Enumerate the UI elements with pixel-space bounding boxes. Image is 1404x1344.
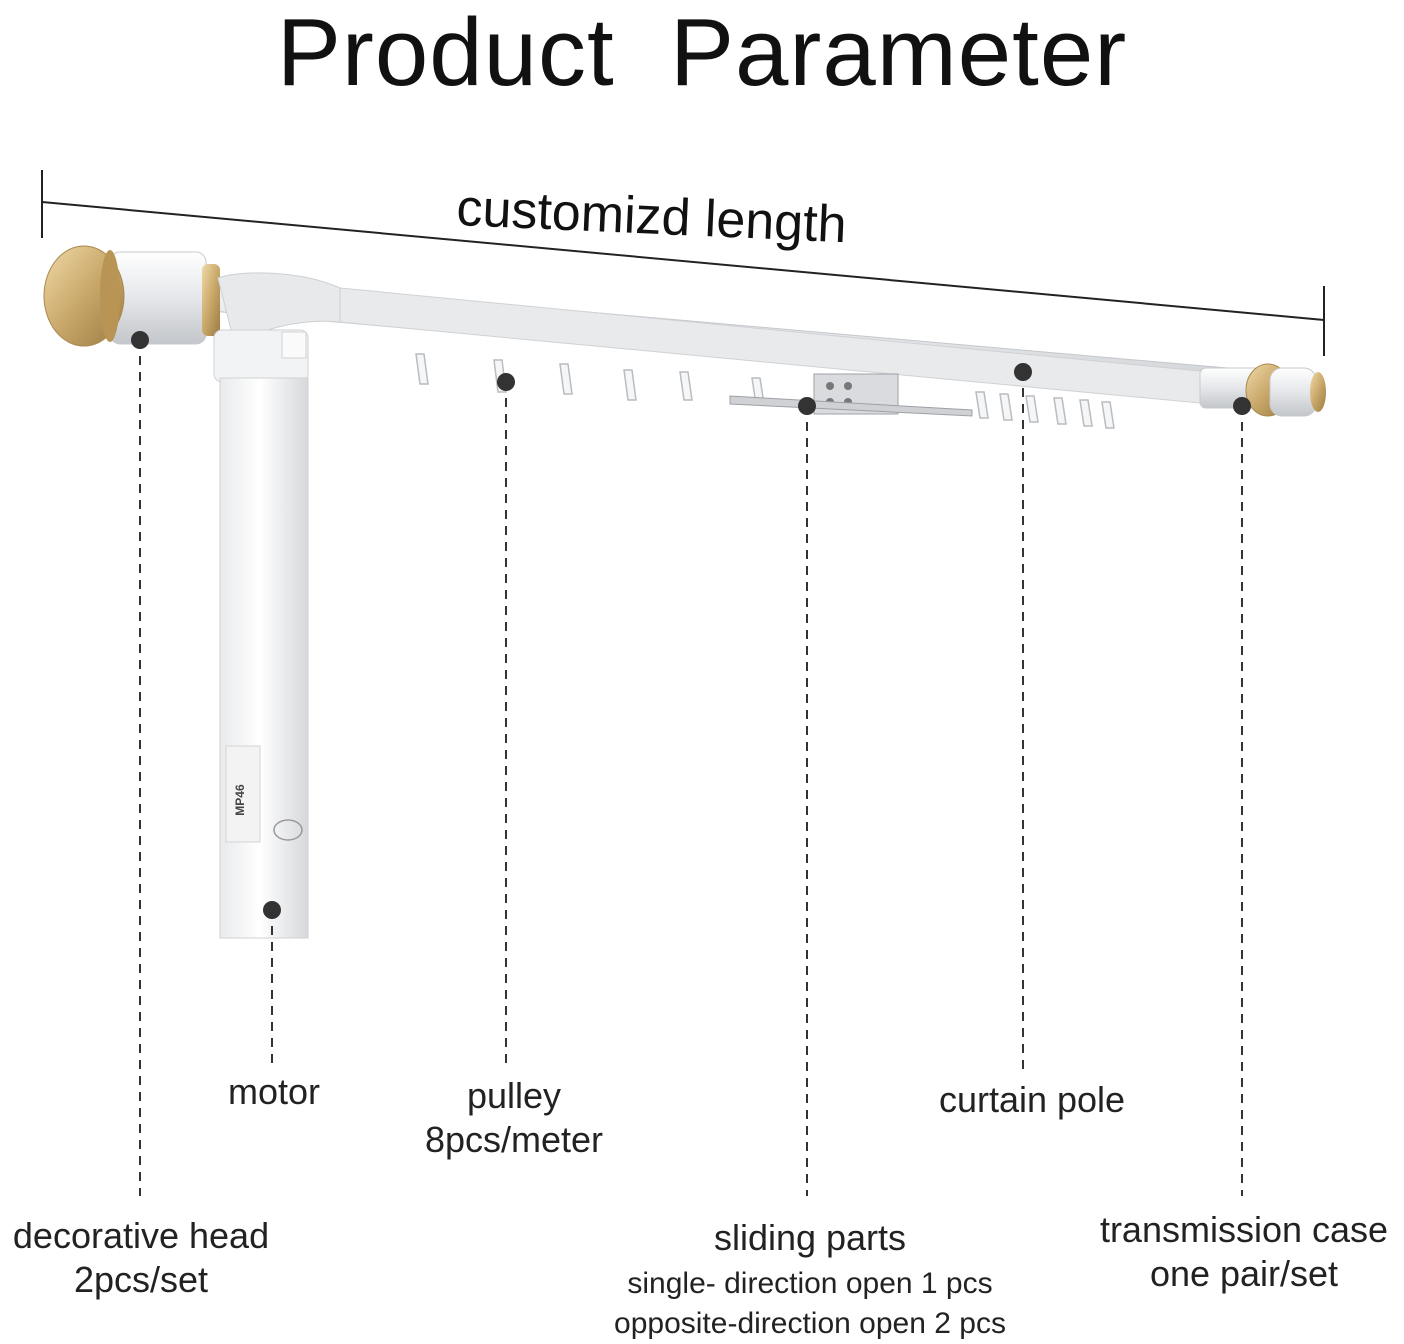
transmission-case-dot — [1233, 397, 1251, 415]
decorative-head-label: decorative head 2pcs/set — [0, 1214, 282, 1302]
left-decorative-head — [43, 245, 220, 347]
pulley-dot — [497, 373, 515, 391]
sliding-parts-dot — [798, 397, 816, 415]
sliding-parts-detail-2: opposite-direction open 2 pcs — [614, 1307, 1006, 1340]
curtain-rail — [199, 277, 1251, 405]
sliding-parts-name: sliding parts — [713, 1217, 907, 1258]
pulley-name: pulley — [466, 1075, 562, 1116]
pulley-detail: 8pcs/meter — [424, 1119, 604, 1160]
transmission-case-detail: one pair/set — [1149, 1253, 1339, 1294]
motor-unit: MP46 — [213, 272, 341, 939]
page-title: Product Parameter — [276, 0, 1128, 106]
motor-model-label: MP46 — [233, 784, 247, 816]
motor-dot — [263, 901, 281, 919]
callout-dots — [131, 331, 1251, 919]
curtain-pole-name: curtain pole — [938, 1079, 1126, 1120]
right-transmission-case — [1199, 363, 1326, 417]
decorative-head-name: decorative head — [12, 1215, 270, 1256]
motor-name: motor — [227, 1071, 321, 1112]
length-dimension — [41, 170, 1325, 356]
pulley-label: pulley 8pcs/meter — [394, 1074, 634, 1162]
decorative-head-dot — [131, 331, 149, 349]
callout-leaders — [139, 340, 1243, 1196]
curtain-pole-label: curtain pole — [912, 1078, 1152, 1122]
transmission-case-name: transmission case — [1099, 1209, 1389, 1250]
sliding-parts-detail-1: single- direction open 1 pcs — [627, 1267, 993, 1300]
motor-label: motor — [184, 1070, 364, 1114]
sliding-carriage — [729, 373, 973, 417]
transmission-case-label: transmission case one pair/set — [1084, 1208, 1404, 1296]
decorative-head-detail: 2pcs/set — [73, 1259, 209, 1300]
sliding-parts-label: sliding parts — [560, 1216, 1060, 1260]
curtain-pole-dot — [1014, 363, 1032, 381]
